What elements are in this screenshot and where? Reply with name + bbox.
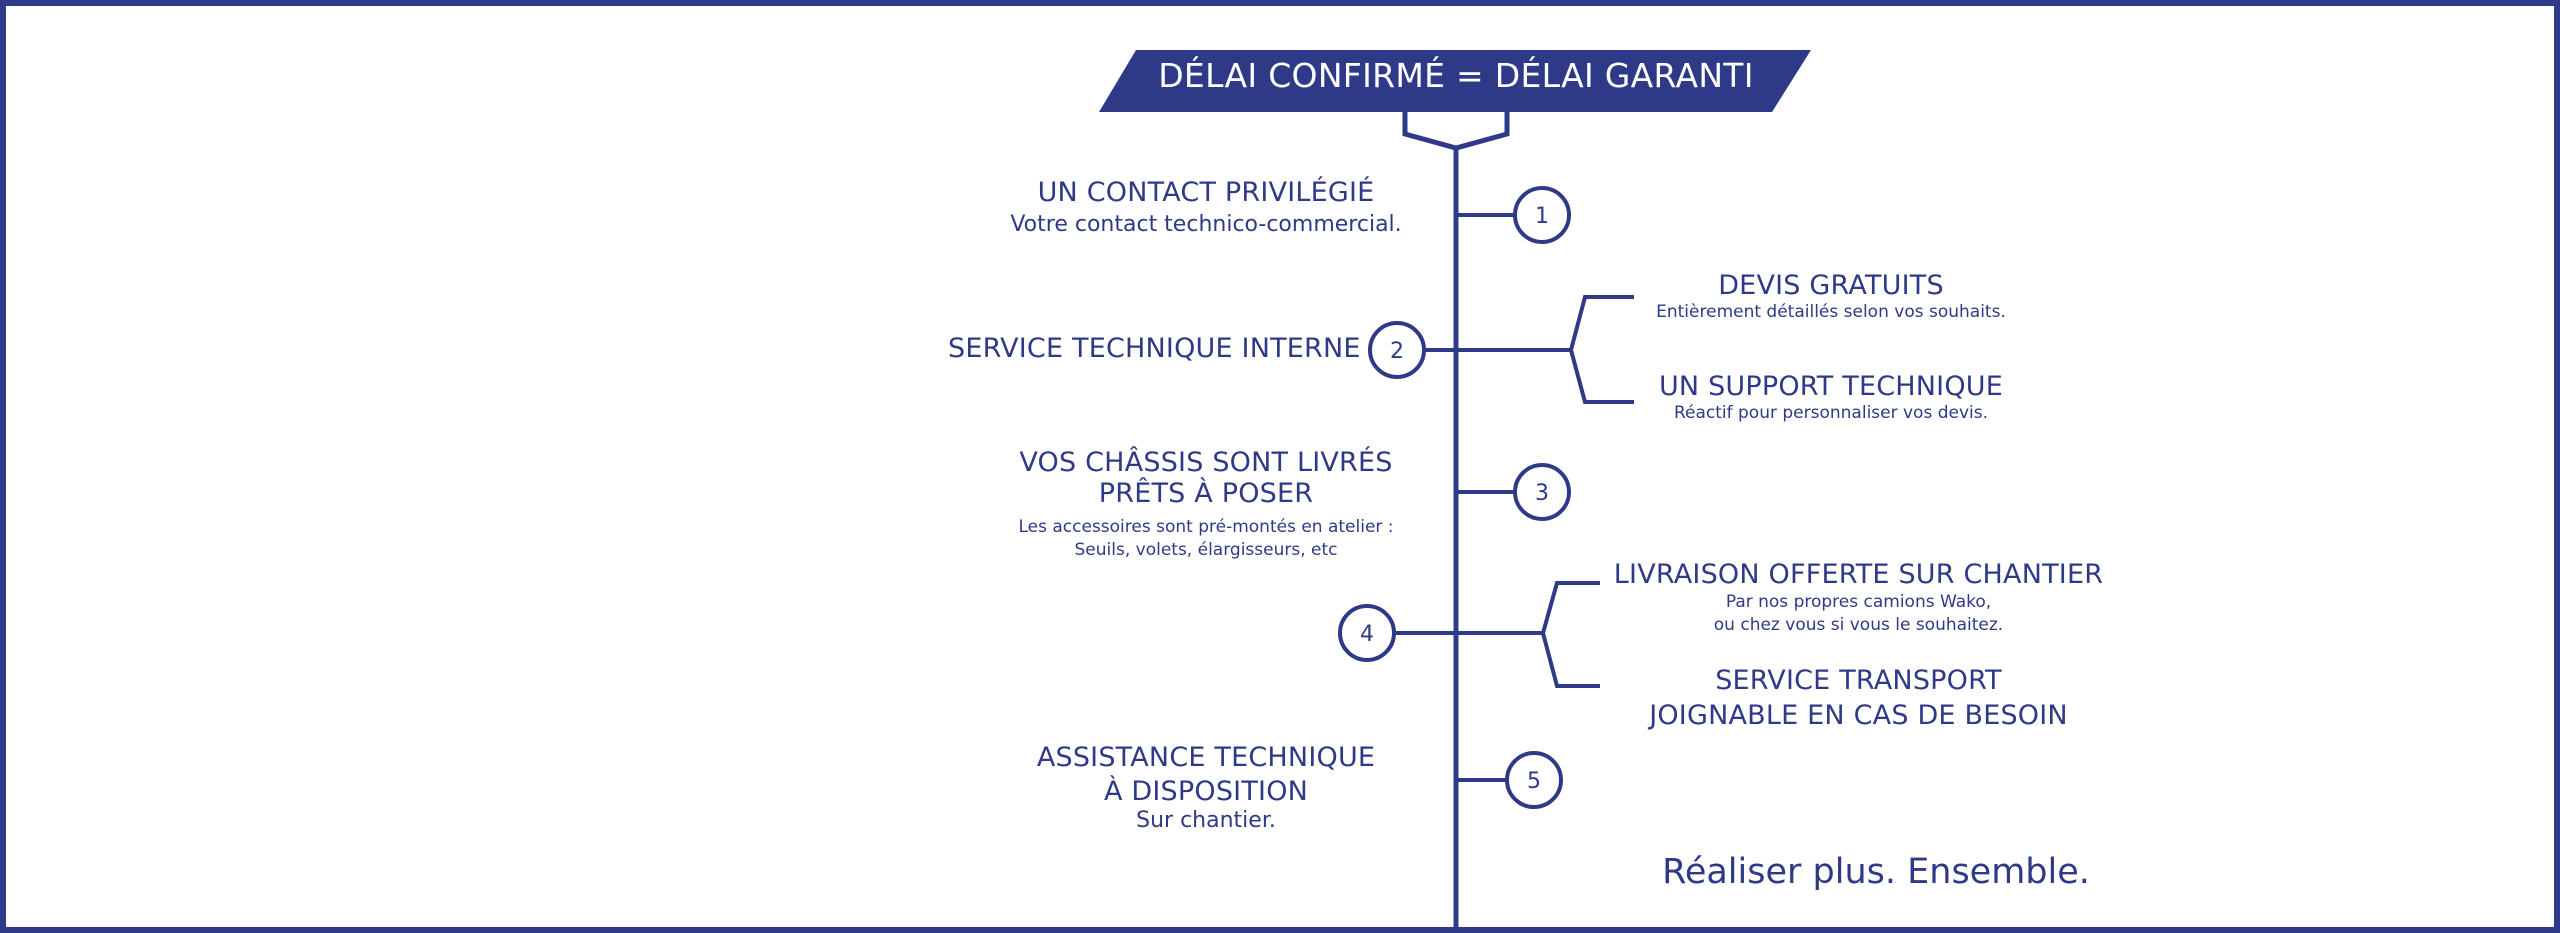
- step-3-number: 3: [1535, 481, 1549, 506]
- branch-4b-title-line-2: JOIGNABLE EN CAS DE BESOIN: [1649, 700, 2068, 731]
- step-3-title-line-2: PRÊTS À POSER: [1098, 478, 1314, 509]
- step-4-bracket: [1540, 581, 1600, 688]
- branch-4a-description-line-2: ou chez vous si vous le souhaitez.: [1713, 615, 2004, 635]
- tagline: Réaliser plus. Ensemble.: [1662, 852, 2090, 892]
- branch-2b-description: Réactif pour personnaliser vos devis.: [1673, 403, 1989, 423]
- step-4-number: 4: [1360, 622, 1374, 647]
- step-2-marker: [1368, 321, 1426, 379]
- step-1-title: UN CONTACT PRIVILÉGIÉ: [1037, 177, 1375, 208]
- branch-2a-description: Entièrement détaillés selon vos souhaits…: [1656, 302, 2006, 322]
- branch-4a-description-line-1: Par nos propres camions Wako,: [1725, 592, 1992, 612]
- step-1-number: 1: [1535, 204, 1549, 229]
- banner-title: DÉLAI CONFIRMÉ = DÉLAI GARANTI: [1158, 56, 1754, 95]
- banner-shape: [1099, 50, 1811, 112]
- step-5-title-line-2: À DISPOSITION: [1103, 776, 1309, 807]
- step-5-title-line-1: ASSISTANCE TECHNIQUE: [1036, 742, 1376, 773]
- step-2-bracket: [1568, 295, 1634, 404]
- step-2-number: 2: [1390, 339, 1404, 364]
- step-4-marker: [1338, 604, 1396, 662]
- step-3-title-line-1: VOS CHÂSSIS SONT LIVRÉS: [1019, 447, 1393, 478]
- step-1-marker: [1513, 186, 1571, 244]
- branch-2a-title: DEVIS GRATUITS: [1718, 270, 1944, 301]
- step-3-description-line-1: Les accessoires sont pré-montés en ateli…: [1018, 517, 1394, 537]
- step-2-title: SERVICE TECHNIQUE INTERNE: [948, 333, 1361, 364]
- branch-4a-title: LIVRAISON OFFERTE SUR CHANTIER: [1613, 559, 2104, 590]
- banner-connector: [1402, 112, 1510, 151]
- step-5-description: Sur chantier.: [1136, 808, 1276, 833]
- timeline-diagram: 1 2 3 4 5: [1099, 50, 1811, 927]
- step-5-marker: [1505, 751, 1563, 809]
- branch-4b-title-line-1: SERVICE TRANSPORT: [1715, 665, 2002, 696]
- step-3-description-line-2: Seuils, volets, élargisseurs, etc: [1074, 540, 1338, 560]
- step-5-number: 5: [1527, 769, 1541, 794]
- step-3-marker: [1513, 463, 1571, 521]
- branch-2b-title: UN SUPPORT TECHNIQUE: [1658, 371, 2004, 402]
- step-1-description: Votre contact technico-commercial.: [1010, 212, 1402, 237]
